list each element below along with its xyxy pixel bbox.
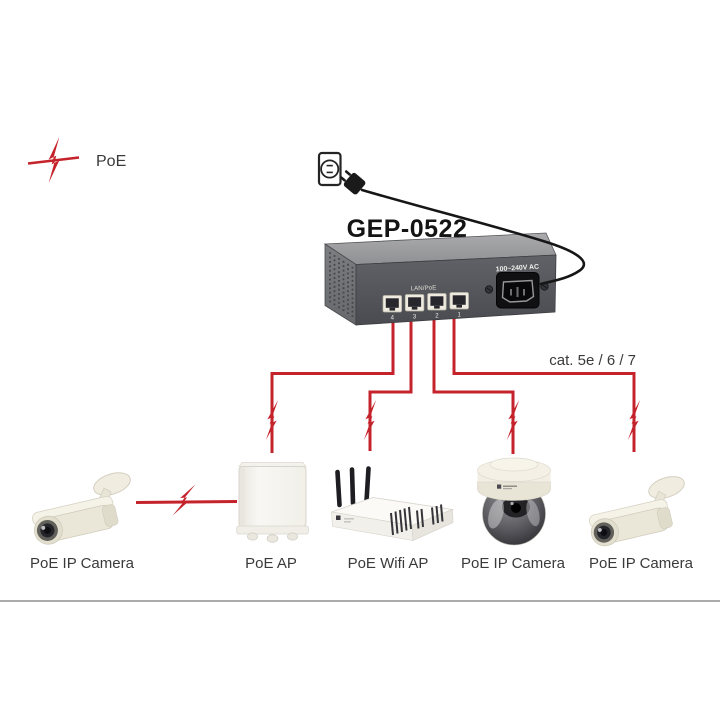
antenna-icon (335, 466, 371, 508)
brand-logo-icon (336, 515, 341, 520)
device-label-bullet-camera-1: PoE IP Camera (30, 555, 135, 572)
device-label-bullet-camera-2: PoE IP Camera (589, 555, 694, 572)
port-number-3: 3 (413, 315, 417, 321)
port-number-2: 2 (435, 314, 439, 320)
device-label-wifi-ap: PoE Wifi AP (348, 555, 429, 572)
rj45-port-2 (427, 293, 447, 311)
bullet-camera-right (586, 472, 688, 550)
power-socket-icon (317, 151, 342, 187)
bullet-camera-left (29, 468, 134, 548)
power-rating-label: 100~240V AC (496, 264, 540, 274)
power-inlet (496, 272, 540, 309)
bottom-divider (0, 600, 720, 602)
poe-bolt-icon (31, 136, 77, 184)
poe-cable-port3 (368, 316, 413, 451)
camera-ap-link (135, 484, 238, 516)
poe-cable-port4 (270, 316, 395, 453)
poe-legend: PoE (27, 136, 126, 184)
brand-logo-icon (497, 484, 502, 489)
port-number-4: 4 (391, 316, 395, 322)
device-label-poe-ap: PoE AP (245, 555, 297, 572)
poe-ap-device (236, 462, 309, 543)
screw-icon (484, 285, 494, 294)
port-numbers: 4 3 2 1 (391, 313, 462, 322)
port-number-1: 1 (458, 313, 462, 319)
poe-bolt-icon (164, 484, 204, 516)
legend-label: PoE (96, 153, 126, 170)
vent-slats (390, 504, 444, 536)
rj45-ports (382, 292, 469, 313)
poe-cable-port1 (452, 316, 636, 452)
rj45-port-3 (404, 294, 425, 312)
cable-category-label: cat. 5e / 6 / 7 (549, 352, 636, 369)
dome-camera-device (477, 457, 551, 546)
rj45-port-1 (449, 292, 469, 310)
device-label-dome-camera: PoE IP Camera (461, 555, 566, 572)
power-cable (360, 188, 586, 286)
power-plug-icon (339, 170, 366, 195)
poe-cabling (270, 316, 636, 454)
rj45-port-4 (382, 295, 402, 313)
poe-switch: LAN/PoE 4 (323, 232, 557, 326)
poe-cable-bolts (251, 399, 655, 441)
wifi-ap-device (331, 466, 455, 541)
lan-poe-label: LAN/PoE (410, 285, 436, 293)
poe-cable-port2 (432, 316, 515, 454)
